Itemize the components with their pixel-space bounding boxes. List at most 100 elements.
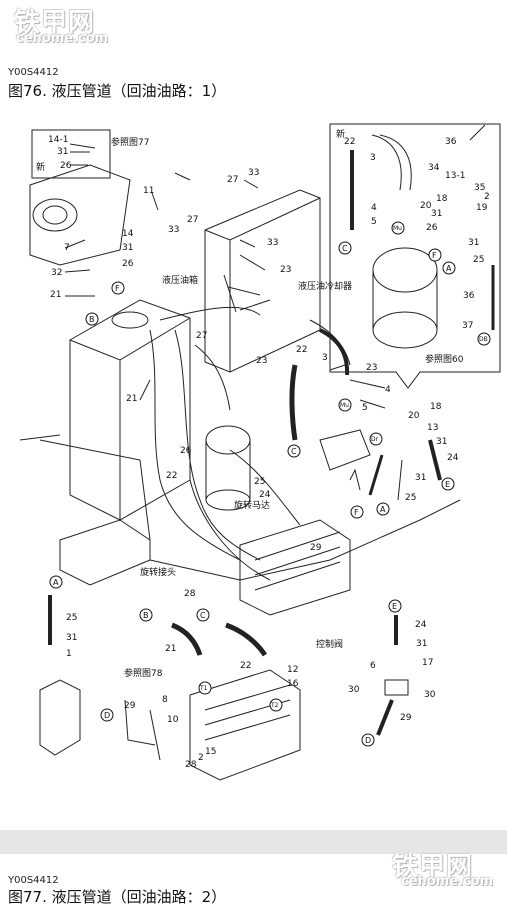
callout: 23 (366, 363, 377, 373)
callout: 24 (259, 490, 271, 500)
callout: 31 (416, 639, 427, 649)
callout: 4 (371, 203, 377, 213)
callout: 26 (180, 446, 192, 456)
callout: 22 (344, 137, 355, 147)
callout: 3 (322, 353, 328, 363)
callout: 14-1 (48, 135, 68, 145)
detail-frame (31, 129, 111, 179)
callout: 36 (463, 291, 475, 301)
callout: 12 (287, 665, 298, 675)
port-marker-mu: Mu (338, 398, 352, 412)
callout: 31 (66, 633, 77, 643)
circle-callout-d2: D (361, 733, 375, 747)
page2-figure-title: 图77. 液压管道（回油油路：2） (8, 888, 227, 906)
control-valve-body (239, 519, 351, 616)
callout: 22 (240, 661, 251, 671)
svg-text:Mu: Mu (393, 225, 402, 232)
svg-text:B: B (143, 611, 149, 620)
svg-text:C: C (291, 447, 297, 456)
callout: 24 (447, 453, 459, 463)
callout: 27 (196, 331, 207, 341)
hydraulic-piping-diagram: 14-1 31 26 11 33 33 27 27 14 31 7 26 32 … (19, 123, 501, 781)
label-ref78: 参照图78 (124, 667, 163, 679)
callout: 26 (122, 259, 134, 269)
watermark-top-url: cehome.com (16, 31, 109, 46)
svg-text:Dr: Dr (371, 436, 379, 443)
label-swing-motor: 旋转马达 (234, 499, 270, 511)
svg-text:C: C (200, 611, 206, 620)
circle-callout-f: F (111, 281, 125, 295)
callout: 28 (184, 589, 196, 599)
callout: 24 (415, 620, 427, 630)
circle-callout-b: B (85, 312, 99, 326)
figure-title: 图76. 液压管道（回油油路：1） (8, 82, 227, 100)
callout: 16 (287, 679, 299, 689)
callout: 23 (280, 265, 291, 275)
svg-text:E: E (392, 602, 397, 611)
circle-callout-f3: F (350, 505, 364, 519)
callout: 28 (185, 760, 197, 770)
svg-text:T2: T2 (270, 702, 279, 709)
port-marker-mu2: Mu (391, 221, 405, 235)
label-new-right: 新 (336, 128, 345, 140)
callout: 2 (198, 753, 204, 763)
circle-callout-c2: C (287, 444, 301, 458)
callout: 15 (205, 747, 216, 757)
callout: 35 (474, 183, 485, 193)
port-marker-db: DB (477, 332, 491, 346)
callout: 27 (227, 175, 238, 185)
callout: 20 (420, 201, 432, 211)
svg-text:D: D (104, 711, 110, 720)
page2-code: Y00S4412 (8, 875, 59, 886)
page-separator (0, 830, 507, 854)
callout: 3 (370, 153, 376, 163)
callout: 19 (476, 203, 488, 213)
circle-callout-a2: A (376, 502, 390, 516)
callout: 29 (400, 713, 412, 723)
svg-text:F: F (115, 284, 120, 293)
svg-text:C: C (342, 244, 348, 253)
callout: 7 (64, 243, 70, 253)
callout: 21 (165, 644, 176, 654)
circle-callout-c: C (338, 241, 352, 255)
callout: 4 (385, 385, 391, 395)
svg-text:DB: DB (479, 336, 488, 343)
callout: 5 (362, 403, 368, 413)
label-new-left: 新 (36, 161, 45, 173)
label-swivel-joint: 旋转接头 (140, 566, 176, 578)
callout: 25 (473, 255, 484, 265)
callout: 31 (122, 243, 133, 253)
callout: 21 (50, 290, 61, 300)
callout: 6 (370, 661, 376, 671)
callout: 31 (468, 238, 479, 248)
callout: 18 (430, 402, 442, 412)
callout: 30 (348, 685, 360, 695)
callout: 18 (436, 194, 448, 204)
callout: 33 (168, 225, 179, 235)
svg-text:T1: T1 (199, 685, 208, 692)
label-cooler: 液压油冷却器 (298, 280, 352, 292)
svg-text:E: E (445, 480, 450, 489)
callout: 22 (296, 345, 307, 355)
callout: 31 (57, 147, 68, 157)
circle-callout-f2: F (428, 248, 442, 262)
callout: 34 (428, 163, 440, 173)
callout: 25 (405, 493, 416, 503)
svg-text:F: F (432, 251, 437, 260)
port-marker-dr: Dr (369, 432, 383, 446)
watermark-bottom-url: cehome.com (401, 874, 494, 889)
callout: 10 (167, 715, 179, 725)
top-band (0, 0, 507, 56)
inset-frame (329, 123, 501, 389)
label-ref60: 参照图60 (425, 353, 464, 365)
return-hose (149, 329, 241, 561)
port-marker-t1: T1 (198, 681, 212, 695)
callout: 33 (267, 238, 278, 248)
svg-text:Mu: Mu (340, 402, 349, 409)
callout: 26 (60, 161, 72, 171)
callout: 29 (310, 543, 322, 553)
circle-callout-b2: B (139, 608, 153, 622)
callout: 13 (427, 423, 438, 433)
callout: 31 (415, 473, 426, 483)
watermark-bottom-logo: 铁甲网 (392, 852, 474, 882)
